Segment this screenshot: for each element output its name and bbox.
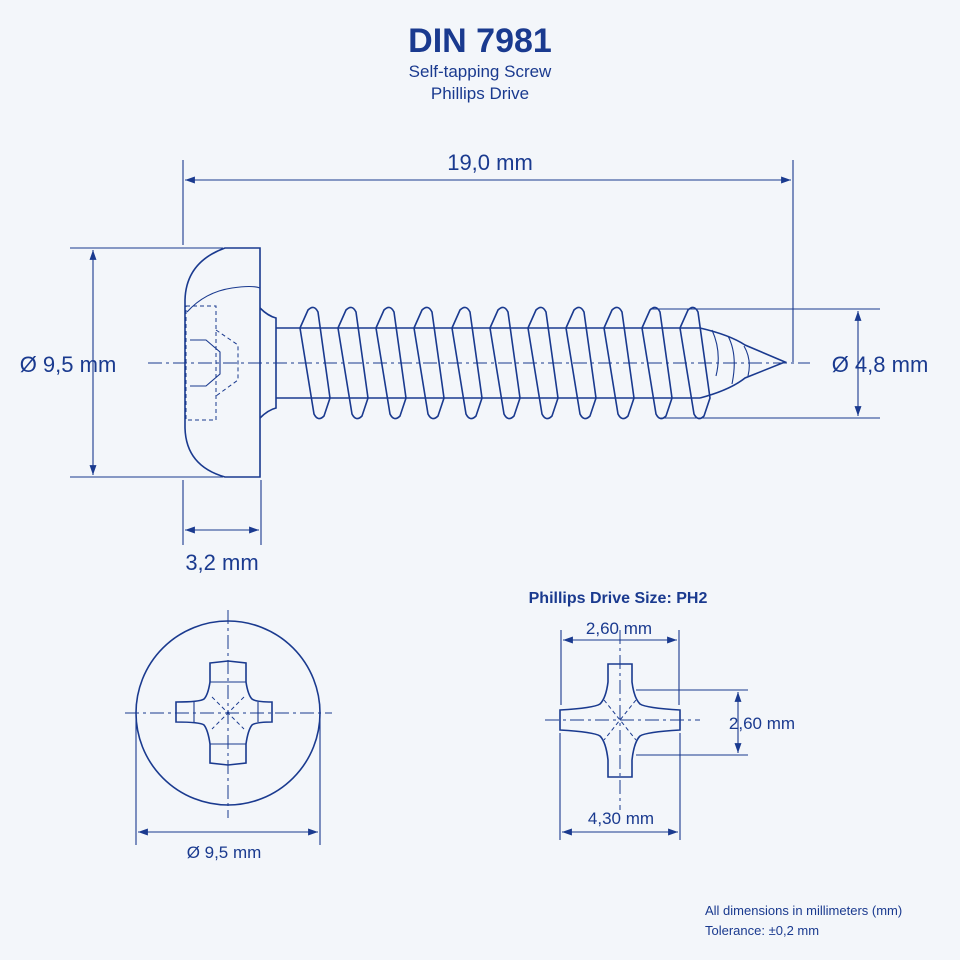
screw-side-view — [148, 247, 810, 478]
phillips-recess — [175, 660, 273, 766]
drive-side-height-label: 2,60 mm — [729, 714, 795, 733]
drive-size-title: Phillips Drive Size: PH2 — [529, 590, 708, 607]
length-label: 19,0 mm — [447, 150, 533, 175]
screw-head — [184, 247, 261, 478]
recess-hidden — [185, 305, 217, 421]
drive-bottom-width-label: 4,30 mm — [588, 809, 654, 828]
thread-crest — [299, 306, 331, 420]
drawing-subtitle-1: Self-tapping Screw — [409, 62, 552, 81]
drive-cross-diagonals — [603, 699, 637, 741]
tip-thread-lines — [711, 329, 750, 385]
tolerance-note: Tolerance: ±0,2 mm — [705, 923, 819, 938]
length-dimension: 19,0 mm — [182, 150, 794, 362]
thread-crest — [565, 306, 597, 420]
screw-top-view: Ø 9,5 mm — [125, 610, 332, 862]
head-height-label: 3,2 mm — [185, 550, 258, 575]
screw-tip — [699, 327, 788, 399]
thread-crests — [299, 306, 711, 420]
thread-crest — [641, 306, 673, 420]
recess-section — [190, 339, 221, 387]
thread-crest — [603, 306, 635, 420]
head-diameter-label: Ø 9,5 mm — [20, 352, 117, 377]
thread-crest — [527, 306, 559, 420]
drive-detail: Phillips Drive Size: PH2 2,60 mm 2,60 mm… — [529, 590, 795, 840]
thread-crest — [413, 306, 445, 420]
thread-crest — [375, 306, 407, 420]
recess-cone-hidden — [215, 329, 239, 397]
recess-diagonals — [211, 696, 245, 730]
drawing-title: DIN 7981 — [408, 22, 552, 60]
thread-diameter-label: Ø 4,8 mm — [832, 352, 929, 377]
thread-diameter-dimension: Ø 4,8 mm — [650, 308, 929, 419]
underhead-fillet — [259, 307, 277, 419]
units-note: All dimensions in millimeters (mm) — [705, 903, 902, 918]
recess-inner-lines — [193, 681, 259, 745]
head-diameter-dimension: Ø 9,5 mm — [20, 247, 223, 478]
head-dome-line — [186, 285, 261, 313]
thread-crest — [337, 306, 369, 420]
drive-top-width-label: 2,60 mm — [586, 619, 652, 638]
thread-crest — [679, 306, 711, 420]
drawing-subtitle-2: Phillips Drive — [431, 84, 529, 103]
head-height-dimension: 3,2 mm — [182, 480, 262, 575]
thread-crest — [451, 306, 483, 420]
top-view-diameter-label: Ø 9,5 mm — [187, 843, 262, 862]
drive-cross-shape — [559, 663, 681, 778]
thread-crest — [489, 306, 521, 420]
